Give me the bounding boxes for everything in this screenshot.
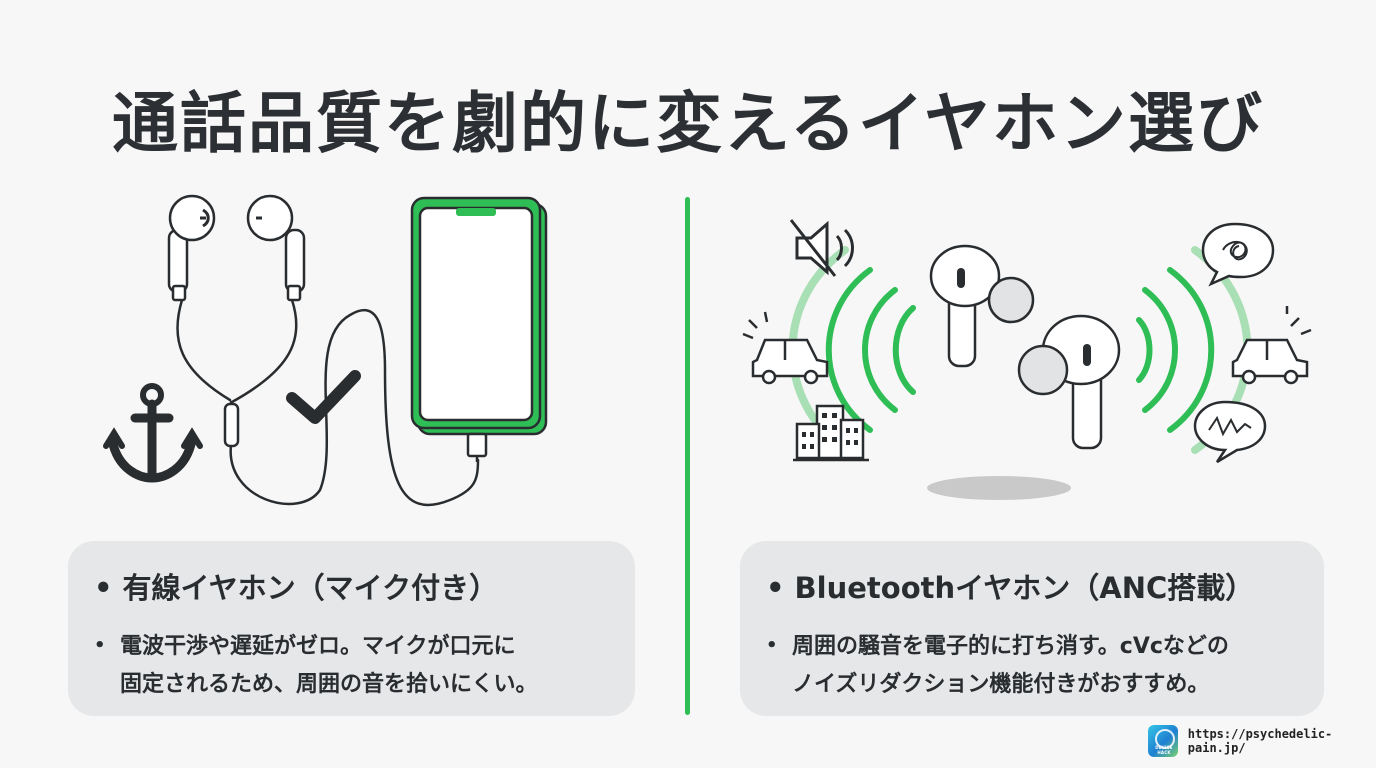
anchor-icon [103,383,203,483]
page-title: 通話品質を劇的に変えるイヤホン選び [111,85,1265,162]
wired-earbud-left-icon [167,194,216,302]
right-illustration [742,219,1312,500]
heading-bullet: • [94,571,113,605]
bluetooth-card-heading: • Bluetoothイヤホン（ANC搭載） [766,565,1254,607]
wired-card-heading: • 有線イヤホン（マイク付き） [94,565,498,607]
heading-bullet: • [766,571,785,605]
bluetooth-card-body: • 周囲の騒音を電子的に打ち消す。cVcなどの ノイズリダクション機能付きがおすす… [766,627,1229,704]
wired-earbud-right-icon [246,194,306,302]
smartphone-icon [410,196,548,462]
wired-earphone-card: • 有線イヤホン（マイク付き） • 電波干渉や遅延がゼロ。マイクが口元に 固定される… [68,541,635,716]
body-line-2: ノイズリダクション機能付きがおすすめ。 [792,672,1210,697]
body-line-2: 固定されるため、周囲の音を拾いにくい。 [120,672,538,697]
earbuds-shadow [927,476,1071,500]
heading-text: Bluetoothイヤホン（ANC搭載） [794,571,1255,605]
center-divider [685,197,690,715]
footer: DEVICE HACK https://psychedelic-pain.jp/ [1148,724,1376,758]
heading-text: 有線イヤホン（マイク付き） [122,571,499,605]
tangled-speech-bubble-icon [1201,222,1275,287]
site-logo-icon: DEVICE HACK [1148,725,1178,757]
body-line-1: 電波干渉や遅延がゼロ。マイクが口元に [120,634,516,659]
speech-bubble-icon [1193,400,1267,464]
body-bullet: • [766,635,778,656]
car-right-icon [1231,306,1312,385]
bluetooth-earphone-card: • Bluetoothイヤホン（ANC搭載） • 周囲の騒音を電子的に打ち消す。cV… [740,541,1324,716]
body-line-1: 周囲の騒音を電子的に打ち消す。cVcなどの [792,634,1229,659]
wired-card-body: • 電波干渉や遅延がゼロ。マイクが口元に 固定されるため、周囲の音を拾いにくい。 [94,627,538,704]
wireless-earbud-left-icon [929,244,1035,368]
wireless-earbud-right-icon [1017,314,1121,450]
site-url-link[interactable]: https://psychedelic-pain.jp/ [1187,727,1333,755]
left-illustration [103,194,548,507]
checkmark-icon [286,370,361,424]
body-bullet: • [94,635,106,656]
muted-speaker-icon [789,219,854,277]
city-buildings-icon [793,404,869,462]
car-left-icon [742,311,829,385]
inline-mic-icon [223,402,240,448]
logo-text: DEVICE HACK [1155,745,1173,755]
